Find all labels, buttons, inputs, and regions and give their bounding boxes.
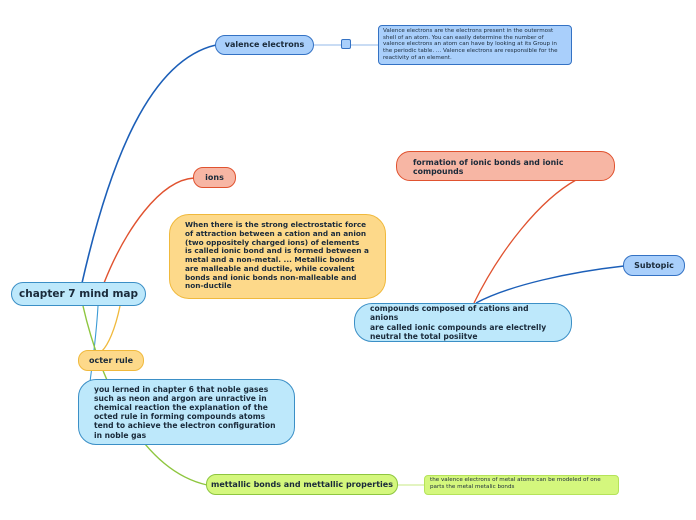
topic-metallic-label: mettallic bonds and mettallic properties — [211, 479, 393, 489]
link-subtopic — [475, 265, 625, 304]
subtopic-collapsed-node[interactable] — [341, 39, 351, 49]
subtopic-label: Subtopic — [634, 260, 674, 270]
topic-ions[interactable]: ions — [193, 167, 236, 188]
ionic-compounds-node[interactable]: compounds composed of cations and anions… — [354, 303, 572, 342]
ionic-compounds-text: compounds composed of cations and anions… — [370, 304, 547, 341]
central-topic-label: chapter 7 mind map — [19, 287, 138, 300]
valence-description[interactable]: Valence electrons are the electrons pres… — [378, 25, 572, 65]
topic-metallic-bonds[interactable]: mettallic bonds and mettallic properties — [206, 474, 398, 495]
metallic-description[interactable]: the valence electrons of metal atoms can… — [424, 475, 619, 495]
ionic-bond-description[interactable]: When there is the strong electrostatic f… — [169, 214, 386, 299]
topic-formation-ionic-bonds[interactable]: formation of ionic bonds and ionic compo… — [396, 151, 615, 181]
link-ions — [103, 177, 195, 284]
link-valence — [81, 44, 217, 284]
topic-octer-rule[interactable]: octer rule — [78, 350, 144, 371]
link-formation — [473, 179, 577, 304]
octet-rule-description-text: you lerned in chapter 6 that noble gases… — [94, 385, 276, 440]
valence-description-text: Valence electrons are the electrons pres… — [383, 28, 558, 61]
topic-valence-electrons[interactable]: valence electrons — [215, 35, 314, 55]
metallic-description-text: the valence electrons of metal atoms can… — [430, 477, 601, 490]
topic-octer-label: octer rule — [88, 355, 134, 365]
formation-label: formation of ionic bonds and ionic compo… — [413, 158, 564, 177]
central-topic[interactable]: chapter 7 mind map — [11, 282, 146, 306]
subtopic-node[interactable]: Subtopic — [623, 255, 685, 276]
topic-ions-label: ions — [205, 172, 224, 182]
ionic-bond-description-text: When there is the strong electrostatic f… — [185, 220, 369, 291]
octet-rule-description[interactable]: you lerned in chapter 6 that noble gases… — [78, 379, 295, 445]
link-octer — [101, 305, 121, 352]
topic-valence-label: valence electrons — [224, 40, 305, 50]
